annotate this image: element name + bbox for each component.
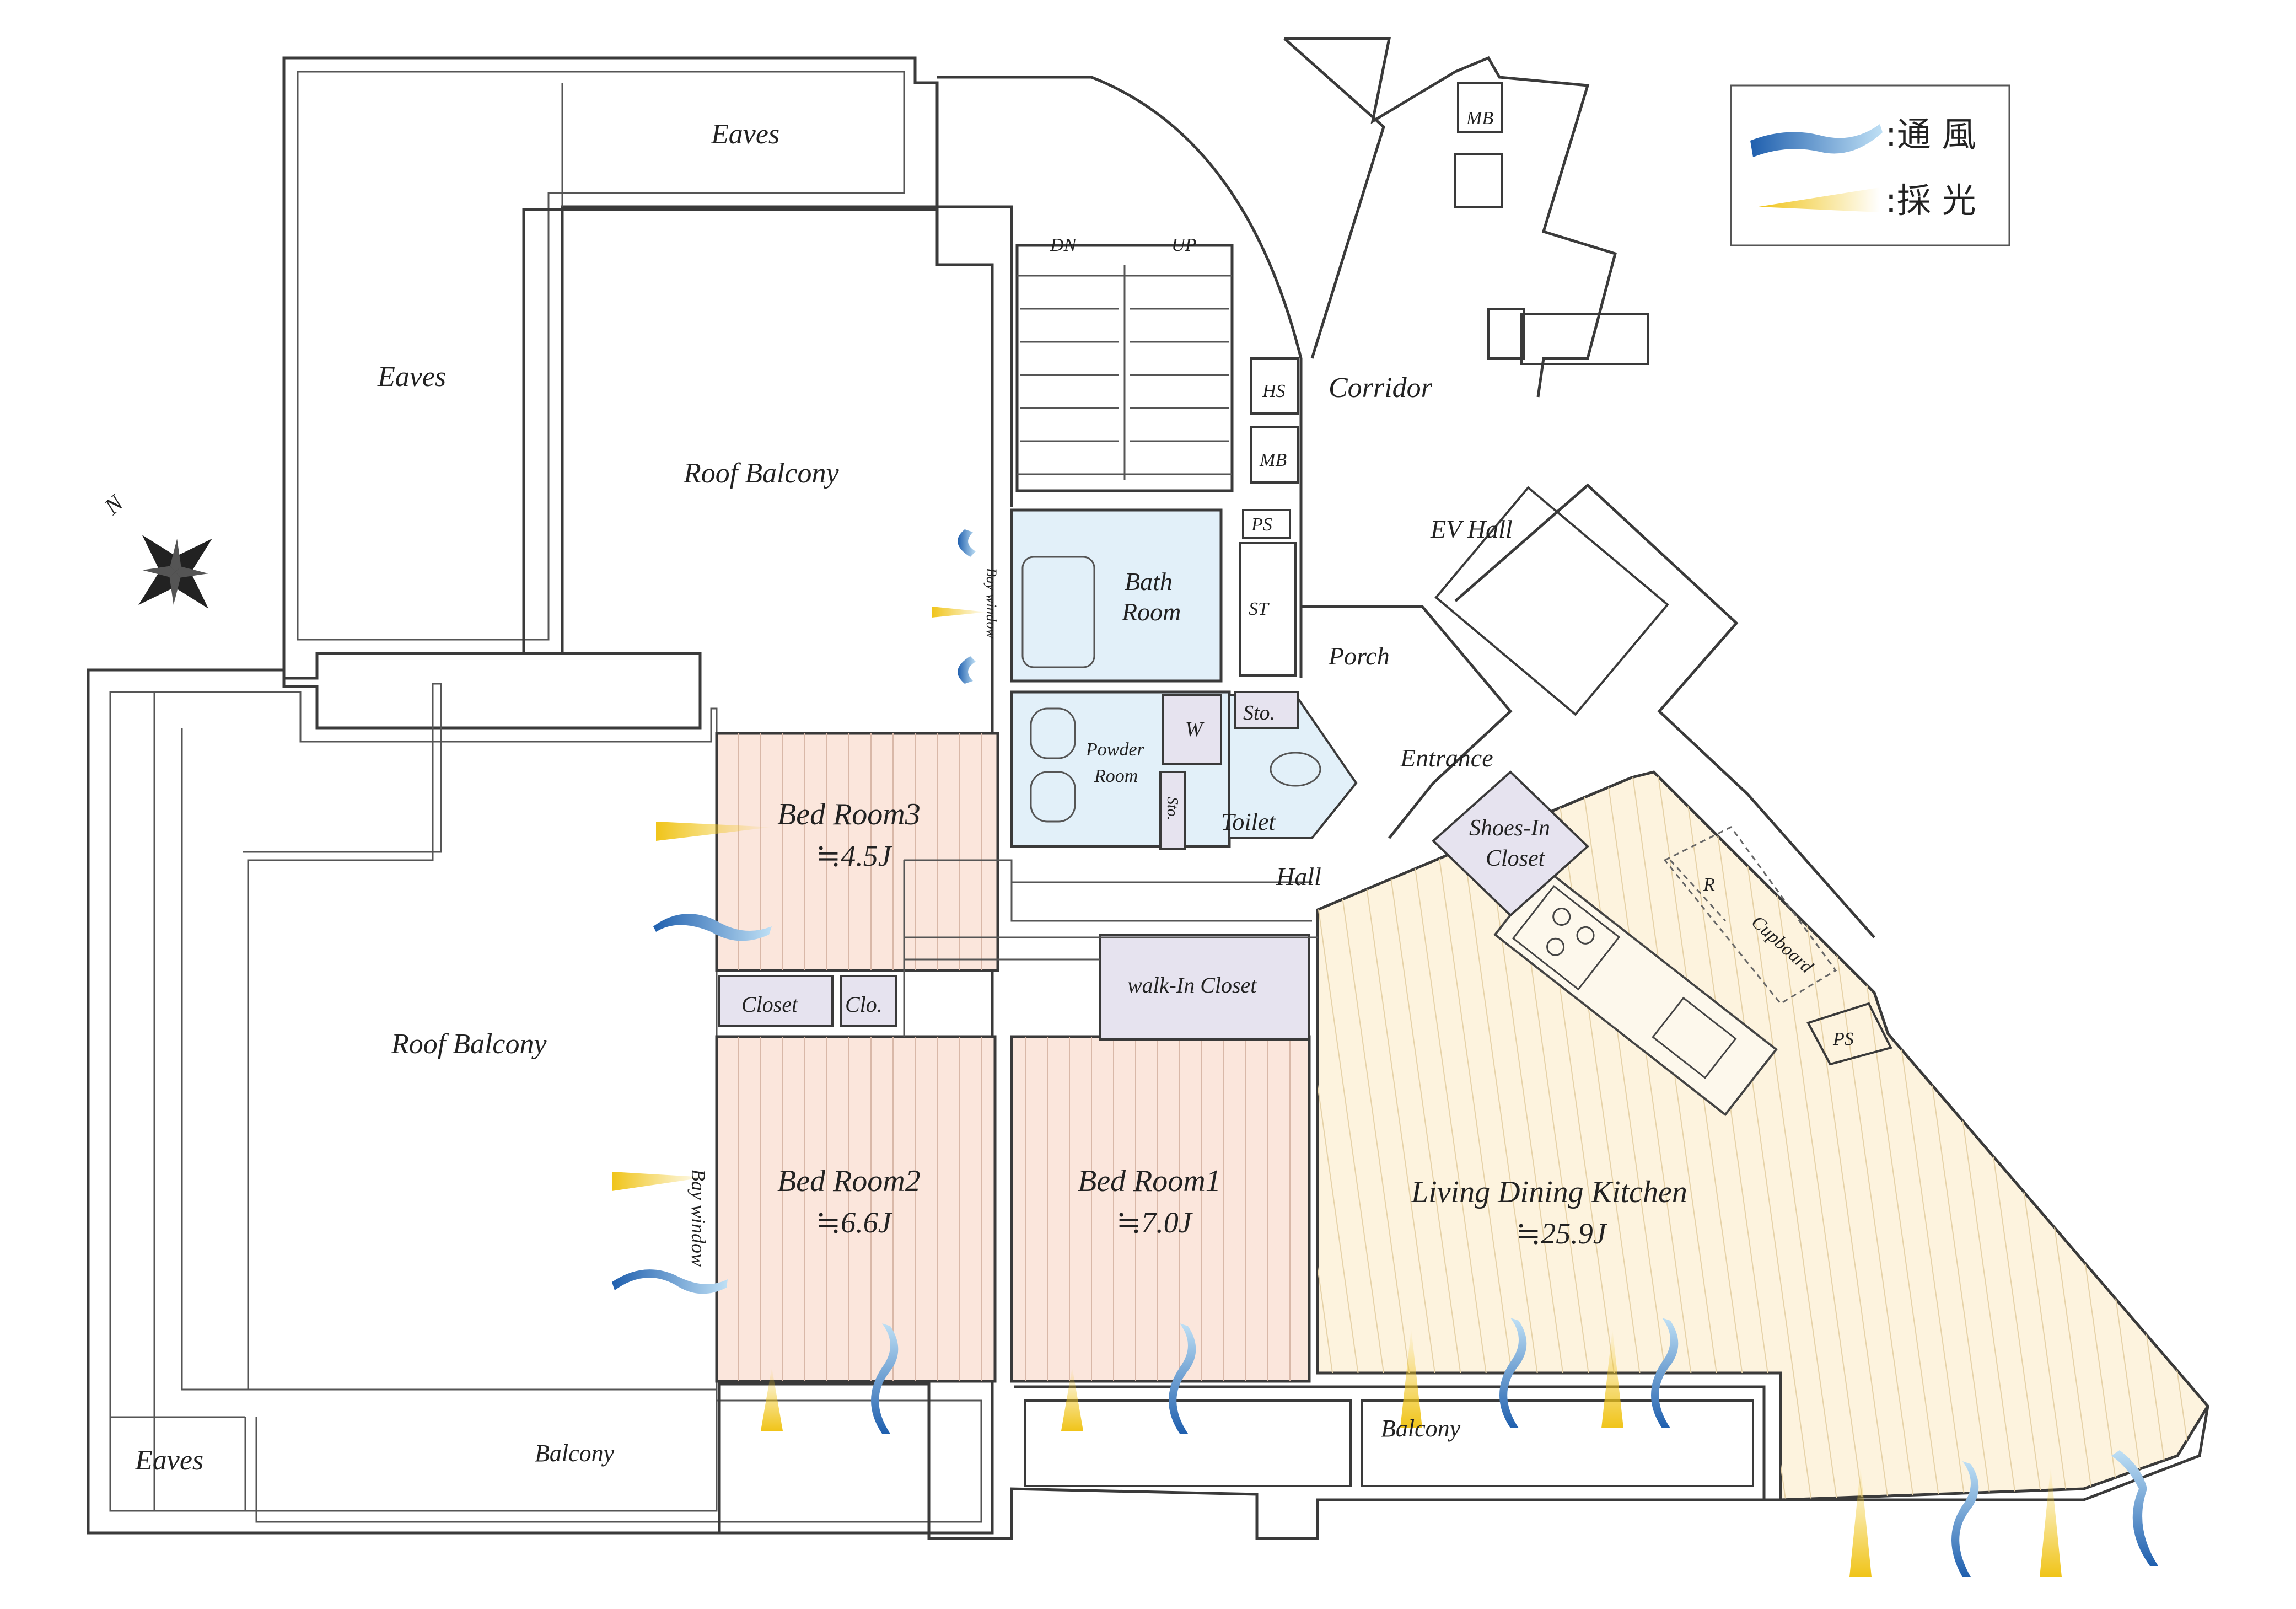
sto-top-label: Sto. (1243, 701, 1275, 725)
closet-label: Closet (741, 992, 798, 1017)
ps-right-label: PS (1832, 1029, 1854, 1049)
eaves-left-label: Eaves (377, 361, 446, 393)
refrigerator-label: R (1703, 875, 1715, 895)
eaves-bottom-label: Eaves (135, 1445, 203, 1476)
mb-left-label: MB (1259, 450, 1287, 470)
ldk-name: Living Dining Kitchen (1411, 1175, 1687, 1209)
bedroom2-area (715, 1035, 997, 1383)
entrance-block (1283, 37, 1875, 938)
entrance-label: Entrance (1400, 744, 1493, 772)
bath-room-area (1010, 508, 1223, 683)
roof-balcony-main-label: Roof Balcony (391, 1028, 547, 1060)
balcony-right-label: Balcony (1381, 1415, 1461, 1442)
clo-label: Clo. (845, 992, 883, 1017)
bedroom3-name: Bed Room3 (777, 797, 921, 832)
ev-hall-label: EV Hall (1430, 515, 1513, 543)
ventilation-indicators (612, 529, 2158, 1577)
bedroom2-size: ≒6.6J (816, 1206, 893, 1239)
legend-daylight-label: :採 光 (1885, 180, 1976, 221)
toilet-label: Toilet (1221, 808, 1276, 835)
shoes-in-closet-label-2: Closet (1486, 846, 1546, 871)
bay-window-upper-label: Bay window (983, 568, 999, 639)
ps-right-box (1806, 1002, 1892, 1066)
eaves-top-label: Eaves (711, 119, 779, 150)
bedroom1-area (1010, 1035, 1311, 1383)
shoes-in-closet-label-1: Shoes-In (1469, 816, 1550, 841)
balconies (718, 1382, 2209, 1540)
powder-room-label-2: Room (1094, 766, 1138, 786)
porch-label: Porch (1328, 642, 1390, 670)
bath-room-label-2: Room (1121, 598, 1181, 626)
bedroom3-area (715, 732, 999, 972)
st-label: ST (1249, 599, 1270, 619)
storage-areas (718, 691, 1589, 1041)
hall-and-core (903, 76, 1318, 1037)
mb-right-label: MB (1466, 108, 1493, 128)
washer-area (1162, 694, 1222, 765)
ps-left-label: PS (1251, 514, 1272, 535)
bay-window-lower-label: Bay window (687, 1169, 709, 1267)
yellow-light-wedge-icon (1759, 187, 1880, 212)
compass-north-label: N (99, 490, 129, 520)
blue-wave-arrow-icon (1750, 124, 1883, 157)
bath-room-label-1: Bath (1125, 567, 1173, 596)
legend-ventilation-label: :通 風 (1885, 114, 1976, 154)
ldk-size: ≒25.9J (1516, 1217, 1608, 1250)
bedroom1-name: Bed Room1 (1078, 1164, 1221, 1198)
corridor-label: Corridor (1329, 372, 1433, 404)
bedroom2-name: Bed Room2 (777, 1164, 921, 1198)
hall-label: Hall (1276, 862, 1321, 891)
powder-room-label-1: Powder (1085, 739, 1145, 760)
bedroom3-size: ≒4.5J (816, 839, 893, 872)
compass-icon (138, 535, 212, 609)
balcony-left-label: Balcony (535, 1440, 615, 1467)
walk-in-closet-label: walk-In Closet (1127, 973, 1257, 997)
legend-box (1730, 84, 2010, 246)
ldk-area (1316, 770, 2210, 1501)
daylight-indicators (612, 607, 2062, 1577)
stairs-dn-label: DN (1050, 235, 1078, 255)
stairs-up-label: UP (1171, 235, 1196, 255)
sto-small-label: Sto. (1164, 797, 1181, 820)
hs-label: HS (1262, 381, 1286, 401)
washer-label: W (1185, 718, 1205, 741)
bedroom1-size: ≒7.0J (1116, 1206, 1193, 1239)
roof-balcony-top-label: Roof Balcony (683, 458, 840, 489)
